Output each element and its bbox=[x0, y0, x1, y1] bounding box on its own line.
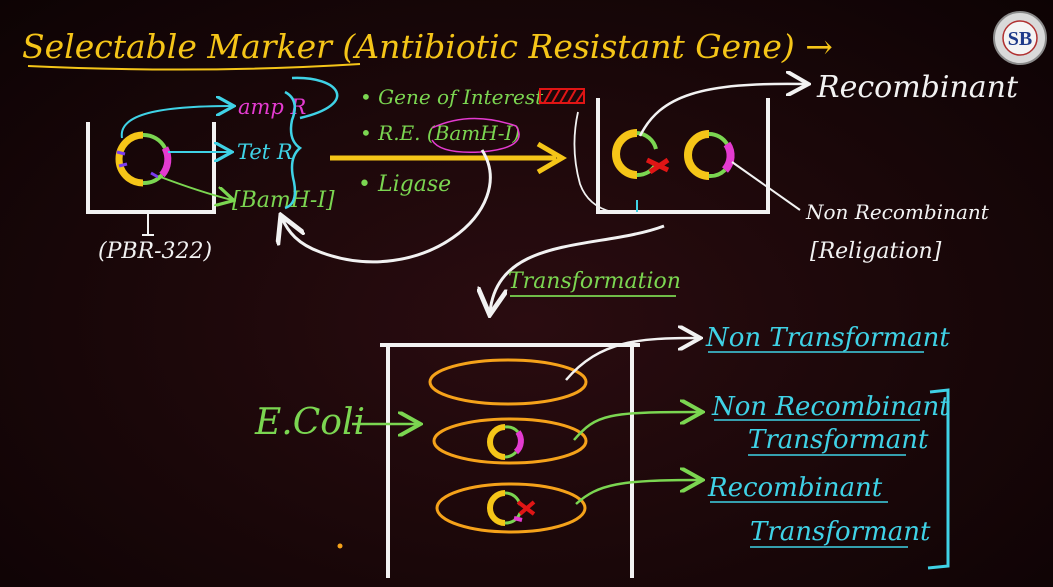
title-text: Selectable Marker (Antibiotic Resistant … bbox=[22, 27, 833, 66]
cell-non-recombinant-transformant bbox=[432, 417, 588, 465]
r-transformant-label-2: Transformant bbox=[750, 517, 931, 547]
non-transformant-pointer bbox=[565, 338, 698, 381]
process-arrow bbox=[330, 141, 567, 175]
sb-logo: SB bbox=[992, 10, 1048, 66]
transformation-label: Transformation bbox=[508, 269, 681, 294]
bamh1-label: [BamH-I] bbox=[232, 188, 335, 213]
r-cell-plasmid bbox=[487, 490, 536, 526]
recombinant-label: Recombinant bbox=[816, 70, 1019, 105]
bamh1-pointer bbox=[157, 175, 232, 200]
recombinant-pointer bbox=[638, 84, 806, 137]
nr-transformant-label-2: Transformant bbox=[748, 425, 929, 455]
transformation-arrow bbox=[490, 224, 665, 312]
logo-letters: SB bbox=[1008, 28, 1032, 50]
ecoli-label: E.Coli bbox=[254, 402, 365, 443]
nr-transformant-label-1: Non Recombinant bbox=[711, 392, 950, 422]
non-recombinant-label: Non Recombinant bbox=[805, 200, 990, 224]
result-container bbox=[596, 98, 770, 214]
r-transformant-label-1: Recombinant bbox=[707, 473, 883, 503]
plasmid-container bbox=[86, 122, 216, 236]
ecoli-beaker bbox=[386, 345, 634, 578]
religation-label: [Religation] bbox=[810, 239, 942, 264]
gene-insert-icon bbox=[539, 88, 585, 104]
bamh1-circle-mark bbox=[431, 117, 520, 153]
non-recombinant-pointer bbox=[731, 161, 801, 211]
result-bracket bbox=[573, 111, 613, 213]
plasmid-pbr322 bbox=[115, 131, 172, 187]
non-transformant-label: Non Transformant bbox=[705, 323, 950, 353]
tet-r-label: Tet R bbox=[237, 140, 293, 164]
pbr322-label: (PBR-322) bbox=[98, 239, 212, 264]
marker-brace bbox=[284, 90, 303, 210]
brace-to-title-arrow bbox=[291, 76, 339, 120]
step-ligase: • Ligase bbox=[358, 172, 451, 197]
amp-pointer bbox=[120, 106, 232, 139]
amp-r-label: amp R bbox=[238, 95, 307, 119]
return-arrow bbox=[282, 149, 492, 264]
transformant-bracket bbox=[927, 388, 950, 570]
nr-cell-plasmid bbox=[487, 424, 524, 460]
recombinant-plasmid bbox=[612, 129, 670, 212]
marker-dot bbox=[337, 543, 343, 549]
cell-recombinant-transformant bbox=[435, 482, 587, 534]
cell-non-transformant bbox=[428, 358, 588, 406]
r-transformant-pointer bbox=[575, 480, 700, 505]
non-recombinant-plasmid bbox=[684, 130, 735, 180]
title-underline bbox=[27, 63, 361, 71]
sb-logo-icon: SB bbox=[993, 11, 1047, 65]
nr-transformant-pointer bbox=[573, 412, 700, 441]
step-gene-of-interest: • Gene of Interest bbox=[360, 85, 544, 109]
